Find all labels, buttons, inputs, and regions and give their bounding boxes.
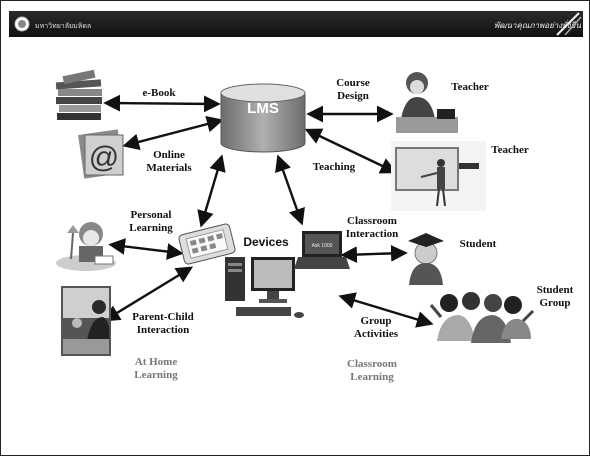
- arrow-ebook-lms: [103, 94, 221, 113]
- classroom-interaction-label: Classroom Interaction: [345, 215, 399, 240]
- child-reading-icon: [56, 222, 116, 271]
- laptop-icon: Ask 1000: [294, 231, 350, 269]
- arrows: [102, 94, 434, 328]
- student-label: Student: [459, 238, 497, 250]
- teaching-label: Teaching: [312, 161, 356, 173]
- laptop-screen-text: Ask 1000: [312, 243, 333, 249]
- classroom-learning-label: Classroom Learning: [347, 358, 397, 383]
- teacher-desk-icon: [396, 72, 458, 133]
- online-materials-label: Online Materials: [146, 149, 192, 174]
- parent-child-label: Parent-Child Interaction: [132, 311, 194, 336]
- books-icon: [55, 69, 102, 120]
- desktop-computer-icon: [225, 257, 304, 318]
- header-graphics: มหาวิทยาลัยมหิดล พัฒนาคุณภาพอย่างยั่งยืน: [14, 12, 582, 36]
- personal-learning-label: Personal Learning: [129, 209, 173, 234]
- course-design-label: Course Design: [336, 77, 370, 102]
- at-sign-icon: @: [78, 129, 124, 179]
- teacher-top-label: Teacher: [451, 81, 489, 93]
- arrow-online-lms: [122, 115, 224, 151]
- arrow-devices-group: [338, 292, 434, 328]
- student-group-label: Student Group: [536, 284, 574, 309]
- devices-label: Devices: [243, 235, 289, 249]
- logo-seal-icon: [14, 16, 30, 32]
- lms-database-icon: [220, 83, 306, 153]
- svg-text:@: @: [89, 141, 119, 174]
- header-right-text: พัฒนาคุณภาพอย่างยั่งยืน: [494, 19, 581, 31]
- arrow-laptop-student: [340, 245, 408, 263]
- arrow-personal-tablet: [108, 238, 184, 260]
- parent-child-photo-icon: [61, 286, 111, 356]
- student-group-icon: [429, 292, 535, 343]
- arrow-lms-tablet: [197, 154, 226, 228]
- graduate-student-icon: [408, 233, 444, 285]
- arrow-lms-teaching: [304, 128, 398, 174]
- arrow-lms-laptop: [275, 154, 305, 226]
- at-home-learning-label: At Home Learning: [134, 356, 178, 381]
- ebook-label: e-Book: [142, 87, 176, 99]
- teacher-board-label: Teacher: [491, 144, 529, 156]
- header-left-text: มหาวิทยาลัยมหิดล: [35, 22, 91, 30]
- group-activities-label: Group Activities: [354, 315, 398, 340]
- header-bar: มหาวิทยาลัยมหิดล พัฒนาคุณภาพอย่างยั่งยืน: [9, 11, 583, 37]
- whiteboard-teacher-icon: [391, 141, 486, 211]
- tablet-icon: [178, 223, 236, 265]
- lms-label: LMS: [247, 100, 279, 117]
- arrow-parent-tablet: [102, 266, 194, 322]
